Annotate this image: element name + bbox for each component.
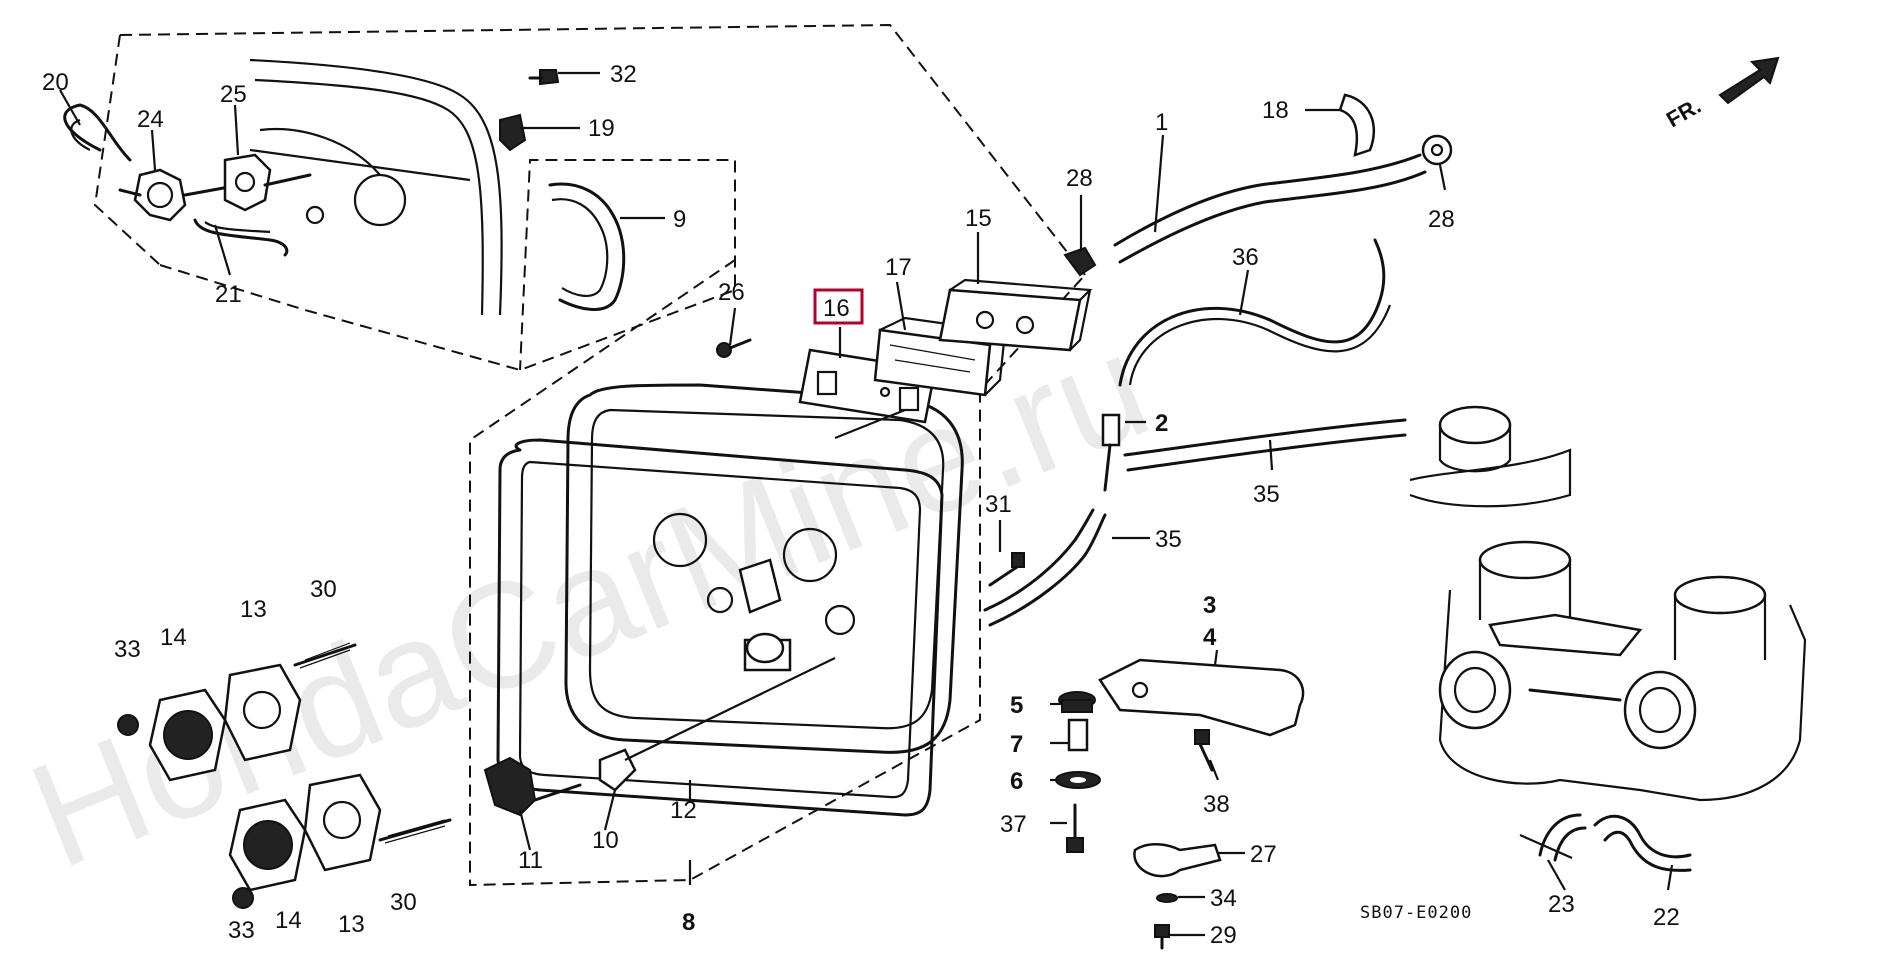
label-part-31[interactable]: 31	[985, 491, 1012, 518]
carburetor-assembly	[1438, 540, 1807, 802]
label-part-5[interactable]: 5	[1010, 692, 1023, 719]
label-part-8[interactable]: 8	[682, 909, 695, 936]
label-part-30-lower[interactable]: 30	[390, 889, 417, 916]
housing-gasket-ring	[496, 438, 944, 817]
hose-35-lower	[983, 508, 1107, 627]
leader-lines	[59, 71, 1674, 937]
label-part-4[interactable]: 4	[1203, 624, 1217, 651]
bolt-31	[988, 552, 1025, 587]
bolt-37	[1066, 803, 1084, 853]
front-direction-arrow: FR.	[1662, 56, 1780, 132]
label-part-26[interactable]: 26	[718, 279, 745, 306]
hose-9	[548, 182, 626, 311]
label-part-30-upper[interactable]: 30	[310, 576, 337, 603]
label-part-25[interactable]: 25	[220, 81, 247, 108]
hose-36	[1118, 238, 1392, 387]
fuel-pump-assembly-frame	[93, 23, 1086, 372]
label-part-21[interactable]: 21	[215, 281, 242, 308]
clip-19	[499, 113, 527, 152]
stud-30-upper	[293, 642, 357, 669]
label-part-28-left[interactable]: 28	[1066, 165, 1093, 192]
label-part-19[interactable]: 19	[588, 115, 615, 142]
bolt-32	[528, 69, 560, 86]
label-part-22[interactable]: 22	[1653, 904, 1680, 931]
label-part-23[interactable]: 23	[1548, 891, 1575, 918]
pipe-21	[193, 218, 289, 257]
label-part-24[interactable]: 24	[137, 106, 164, 133]
chamber-cover-outline	[249, 58, 503, 316]
label-part-10[interactable]: 10	[592, 827, 619, 854]
foam-17	[873, 316, 1008, 397]
label-part-17[interactable]: 17	[885, 254, 912, 281]
pipe-22	[1593, 814, 1692, 872]
label-part-20[interactable]: 20	[42, 69, 69, 96]
label-part-6[interactable]: 6	[1010, 768, 1023, 795]
bolt-29	[1154, 924, 1170, 950]
label-part-38[interactable]: 38	[1203, 791, 1230, 818]
label-part-34[interactable]: 34	[1210, 885, 1237, 912]
label-part-33-upper[interactable]: 33	[114, 636, 141, 663]
label-part-1[interactable]: 1	[1155, 109, 1168, 136]
air-chamber-housing	[564, 383, 964, 754]
label-part-27[interactable]: 27	[1250, 841, 1277, 868]
plate-25	[223, 153, 312, 212]
clamp-28-right	[1421, 134, 1453, 166]
fitting-10	[598, 657, 836, 792]
label-part-3[interactable]: 3	[1203, 592, 1216, 619]
label-part-35-upper[interactable]: 35	[1253, 481, 1280, 508]
vacuum-valve	[1409, 405, 1572, 508]
front-direction-label: FR.	[1662, 93, 1705, 132]
nut-33-upper	[117, 714, 139, 736]
label-part-15[interactable]: 15	[965, 205, 992, 232]
label-part-16[interactable]: 16	[823, 295, 850, 322]
label-part-37[interactable]: 37	[1000, 811, 1027, 838]
clip-18	[1338, 93, 1376, 157]
sensor-11	[483, 756, 582, 817]
hose-35-upper	[1123, 418, 1407, 472]
washer-34	[1156, 893, 1178, 903]
fuel-pump-24	[118, 168, 242, 222]
connector-2	[1101, 413, 1121, 492]
clamp-28-left	[1063, 246, 1097, 277]
bolt-38	[1194, 729, 1214, 772]
label-part-18[interactable]: 18	[1262, 97, 1289, 124]
label-part-2[interactable]: 2	[1155, 410, 1168, 437]
bolt-26	[716, 338, 752, 358]
watermark-text: HondaCarMine.ru	[9, 300, 1170, 899]
bracket-4	[1098, 658, 1305, 737]
label-part-13-upper[interactable]: 13	[240, 596, 267, 623]
stud-30-lower	[378, 818, 452, 844]
gasket-13-lower	[303, 773, 382, 872]
pipe-23	[1538, 813, 1587, 862]
label-part-29[interactable]: 29	[1210, 922, 1237, 949]
collar-7	[1067, 718, 1089, 752]
label-part-14-lower[interactable]: 14	[275, 907, 302, 934]
washer-6	[1055, 771, 1101, 789]
label-part-32[interactable]: 32	[610, 61, 637, 88]
clamp-27	[1133, 843, 1222, 878]
holder-15	[938, 278, 1093, 352]
label-part-28-right[interactable]: 28	[1428, 206, 1455, 233]
grommet-5	[1058, 691, 1096, 713]
label-part-13-lower[interactable]: 13	[338, 911, 365, 938]
label-part-35-lower[interactable]: 35	[1155, 526, 1182, 553]
label-part-36[interactable]: 36	[1232, 244, 1259, 271]
diagram-code: SB07-E0200	[1360, 903, 1472, 923]
part-number-labels: 20 24 25 21 32 19 9 26 16 17 15 28 1 18 …	[42, 61, 1680, 949]
label-part-12[interactable]: 12	[670, 797, 697, 824]
nut-33-lower	[232, 887, 254, 909]
label-part-33-lower[interactable]: 33	[228, 917, 255, 944]
label-part-14-upper[interactable]: 14	[160, 624, 187, 651]
cover-14-upper	[148, 688, 227, 782]
cover-14-lower	[228, 798, 307, 892]
label-part-9[interactable]: 9	[673, 206, 686, 233]
highlight-box-16	[813, 288, 864, 325]
label-part-11[interactable]: 11	[518, 847, 543, 874]
hose-1	[1113, 153, 1427, 264]
label-part-7[interactable]: 7	[1010, 731, 1023, 758]
